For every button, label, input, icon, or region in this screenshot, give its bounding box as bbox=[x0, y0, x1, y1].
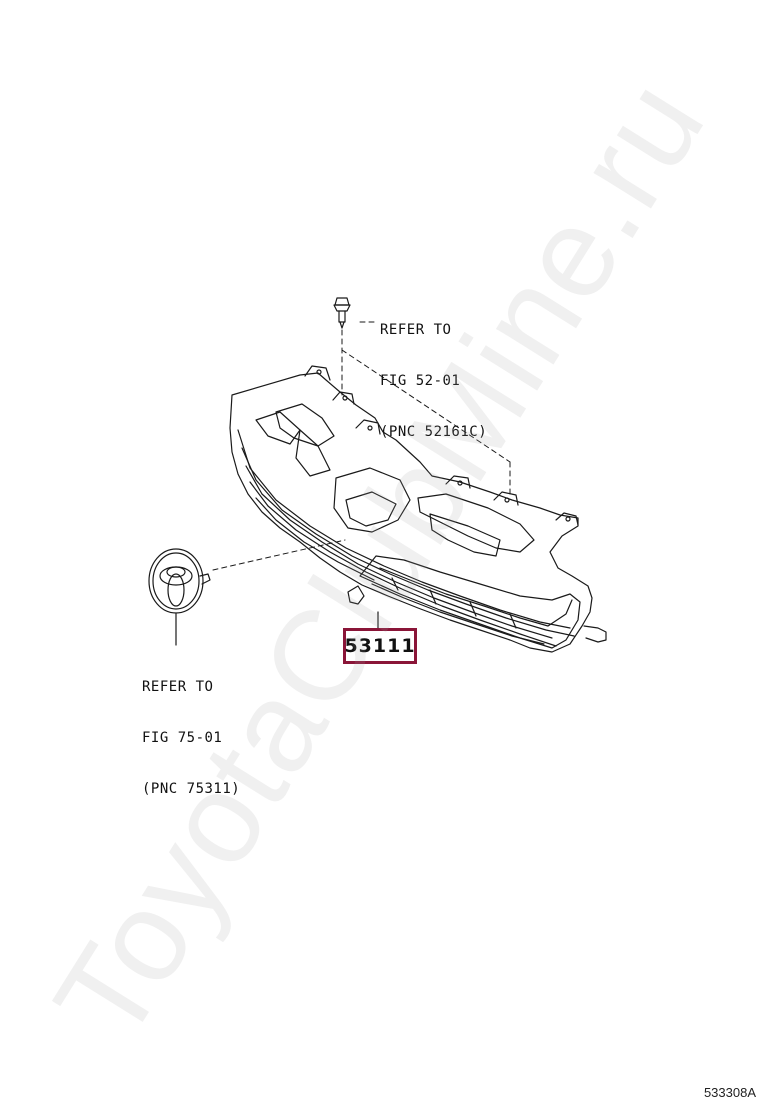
callout-line-2: FIG 75-01 bbox=[142, 730, 223, 746]
callout-fig-52-01: REFER TO FIG 52-01 (PNC 52161C) bbox=[380, 288, 487, 475]
toyota-emblem-icon bbox=[148, 548, 211, 646]
callout-fig-75-01: REFER TO FIG 75-01 (PNC 75311) bbox=[142, 645, 240, 832]
callout-line-1: REFER TO bbox=[142, 679, 214, 695]
callout-line-3: (PNC 75311) bbox=[142, 781, 241, 797]
radiator-grille-drawing bbox=[229, 365, 607, 653]
callout-line-1: REFER TO bbox=[380, 322, 452, 338]
callout-line-3: (PNC 52161C) bbox=[380, 424, 488, 440]
figure-code: 533308A bbox=[703, 1085, 756, 1100]
clip-fastener-icon bbox=[333, 297, 351, 329]
callout-line-2: FIG 52-01 bbox=[380, 373, 461, 389]
part-number-53111-link[interactable]: 53111 bbox=[343, 628, 417, 664]
connector-lines bbox=[212, 321, 511, 571]
